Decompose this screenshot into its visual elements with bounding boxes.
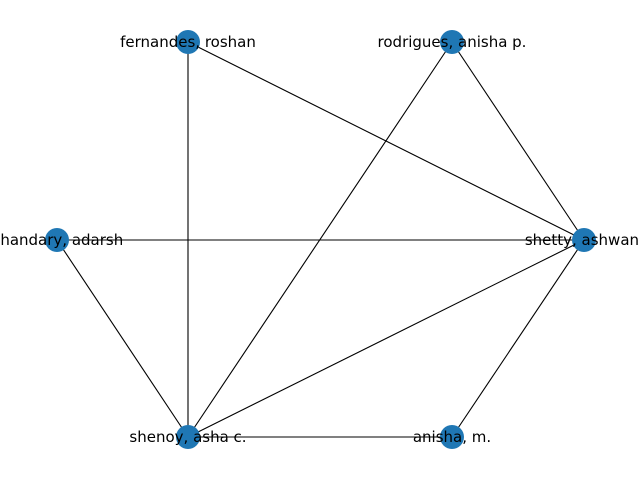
edge-shenoy-shetty	[187, 239, 585, 438]
node-fernandes	[176, 30, 200, 54]
node-label-bhandary: bhandary, adarsh	[0, 231, 123, 249]
node-rodrigues	[440, 30, 464, 54]
node-label-anisha: anisha, m.	[413, 428, 491, 446]
node-label-fernandes: fernandes, roshan	[120, 33, 256, 51]
node-shetty	[572, 228, 596, 252]
node-label-shetty: shetty, ashwani	[525, 231, 640, 249]
node-label-shenoy: shenoy, asha c.	[129, 428, 246, 446]
edge-rodrigues-shetty	[451, 41, 585, 241]
edge-bhandary-shenoy	[56, 239, 189, 438]
node-bhandary	[45, 228, 69, 252]
nodes-layer	[45, 30, 596, 449]
node-shenoy	[176, 425, 200, 449]
node-anisha	[440, 425, 464, 449]
edge-shetty-anisha	[451, 239, 585, 438]
edges-layer	[56, 41, 585, 438]
node-label-rodrigues: rodrigues, anisha p.	[378, 33, 527, 51]
labels-layer: fernandes, roshan rodrigues, anisha p. bha…	[0, 33, 640, 446]
